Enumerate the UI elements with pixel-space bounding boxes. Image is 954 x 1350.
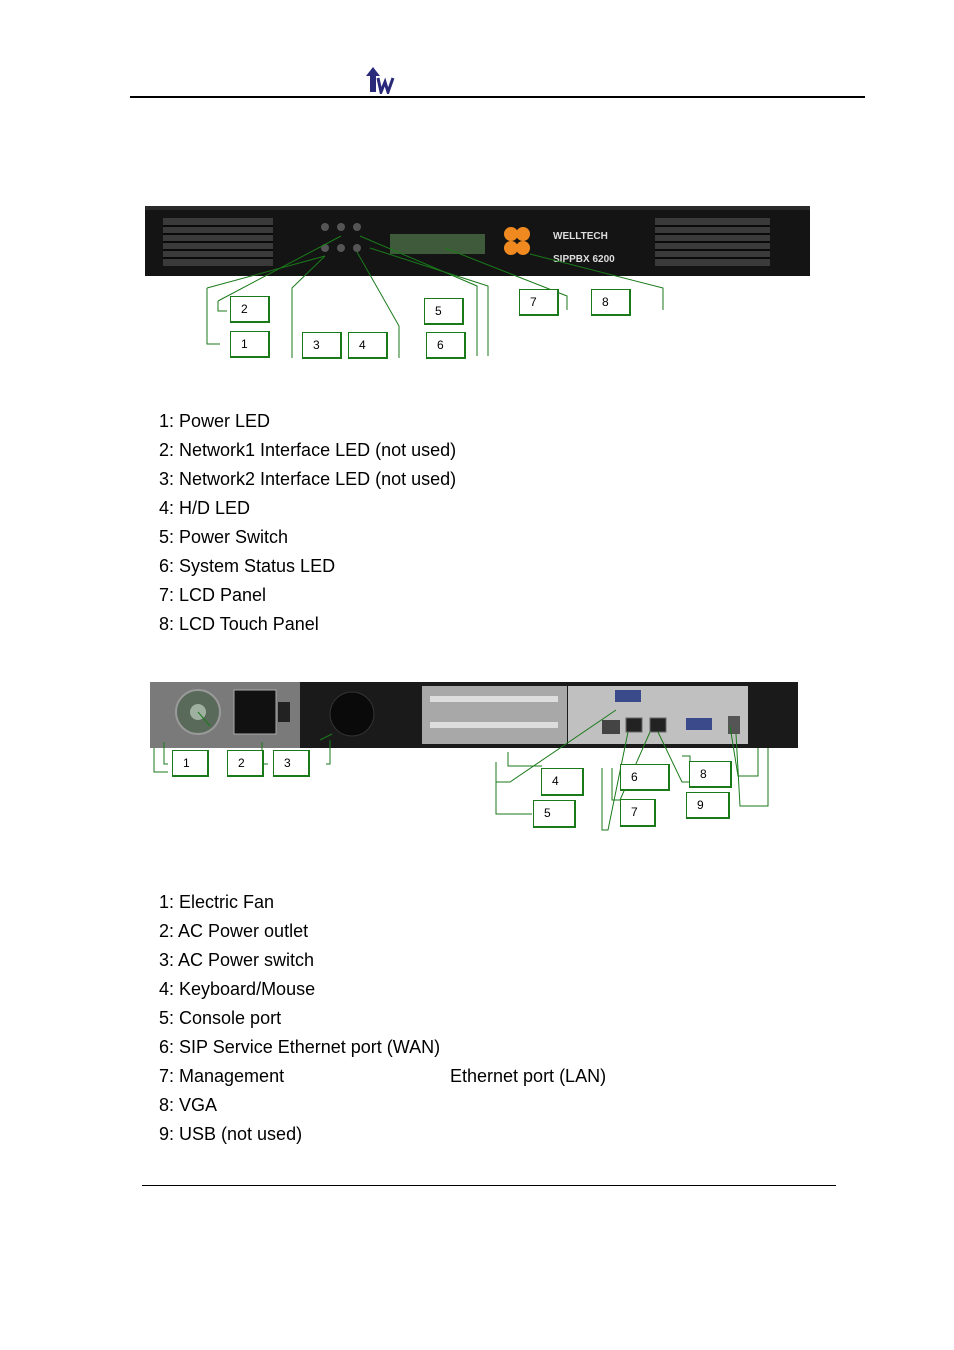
header-rule <box>130 96 865 98</box>
list-item: 1: Electric Fan <box>159 892 275 912</box>
rear-callout-6: 6 <box>620 764 670 791</box>
front-items-list: 1: Power LED 2: Network1 Interface LED (… <box>159 407 456 639</box>
front-callout-4: 4 <box>348 332 388 359</box>
front-callout-2: 2 <box>230 296 270 323</box>
front-callout-5: 5 <box>424 298 464 325</box>
front-callout-7: 7 <box>519 289 559 316</box>
rear-callout-5: 5 <box>533 800 576 828</box>
list-item: 1: Power LED <box>159 411 271 431</box>
rear-items-list: 1: Electric Fan 2: AC Power outlet 3: AC… <box>159 888 606 1149</box>
front-callout-8: 8 <box>591 289 631 316</box>
list-item: 6: SIP Service Ethernet port (WAN) <box>159 1037 441 1057</box>
list-item: 3: AC Power switch <box>159 950 315 970</box>
rear-callout-2: 2 <box>227 750 264 777</box>
front-panel-photo: WELLTECH SIPPBX 6200 <box>145 206 810 358</box>
list-item: 3: Network2 Interface LED (not used) <box>159 469 457 489</box>
rear-callout-3: 3 <box>273 750 310 777</box>
list-item: 5: Power Switch <box>159 527 289 547</box>
list-item: 4: Keyboard/Mouse <box>159 979 316 999</box>
list-item: 2: Network1 Interface LED (not used) <box>159 440 457 460</box>
front-brand-label: WELLTECH <box>553 231 608 242</box>
list-item: 5: Console port <box>159 1008 282 1028</box>
front-callout-6: 6 <box>426 332 466 359</box>
list-item: 2: AC Power outlet <box>159 921 309 941</box>
footer-rule <box>142 1185 836 1186</box>
list-item: 6: System Status LED <box>159 556 336 576</box>
welltech-logo-icon <box>366 67 395 94</box>
front-callout-3: 3 <box>302 332 342 359</box>
list-item: 8: LCD Touch Panel <box>159 614 319 634</box>
list-item: 7: Management Ethernet port (LAN) <box>159 1062 606 1091</box>
front-panel-figure: WELLTECH SIPPBX 6200 <box>145 206 810 361</box>
rear-panel-figure <box>150 682 798 832</box>
list-item: 8: VGA <box>159 1095 218 1115</box>
rear-callout-9: 9 <box>686 792 730 819</box>
list-item-label: 7: Management <box>159 1066 285 1086</box>
list-item: 4: H/D LED <box>159 498 251 518</box>
front-model-label: SIPPBX 6200 <box>553 254 615 265</box>
rear-callout-7: 7 <box>620 799 656 827</box>
rear-panel-photo <box>150 682 798 831</box>
rear-callout-8: 8 <box>689 761 732 788</box>
front-callout-1: 1 <box>230 331 270 358</box>
list-item: 7: LCD Panel <box>159 585 267 605</box>
rear-callout-4: 4 <box>541 768 584 796</box>
rear-callout-1: 1 <box>172 750 209 777</box>
list-item-suffix: Ethernet port (LAN) <box>450 1066 607 1086</box>
list-item: 9: USB (not used) <box>159 1124 303 1144</box>
